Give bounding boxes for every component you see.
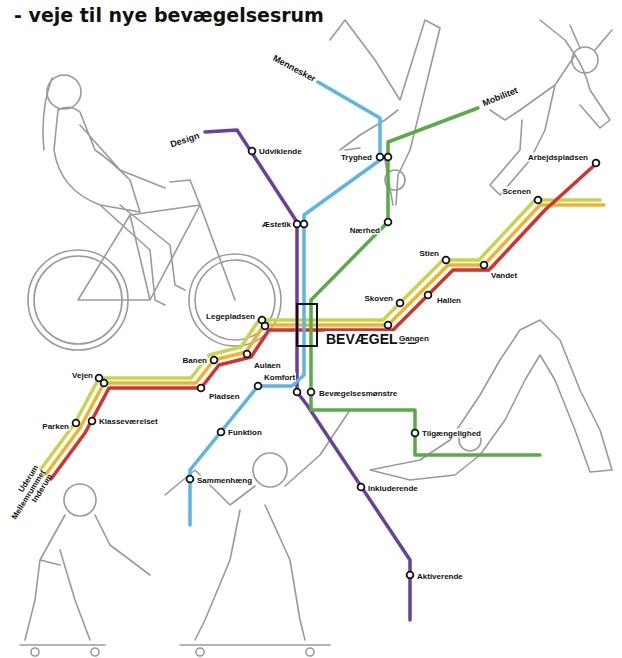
station-label: Banen <box>182 356 208 365</box>
station-label: Vandet <box>490 271 518 280</box>
station-dot <box>255 383 262 390</box>
station-dot <box>425 292 432 299</box>
station-dot <box>101 380 108 387</box>
station-dot <box>249 148 256 155</box>
station-dot <box>385 322 392 329</box>
station-label: Vejen <box>71 371 94 380</box>
station-dot <box>244 351 251 358</box>
station-dot <box>294 389 301 396</box>
line-name: Mennesker <box>270 53 318 85</box>
station-dot <box>187 476 194 483</box>
station-label: Æstetik <box>261 220 292 229</box>
station-dot <box>535 197 542 204</box>
station-label: Tryghed <box>340 153 373 162</box>
station-label: Aulaen <box>253 361 282 370</box>
station-label: Funktion <box>227 428 263 437</box>
line-name: Design <box>168 130 202 149</box>
station-dot <box>385 219 392 226</box>
station-dot <box>262 323 269 330</box>
station-dot <box>593 160 600 167</box>
station-label: Gangen <box>398 334 430 343</box>
station-label: Nærhed <box>349 226 381 235</box>
station-label: Bevægelsesmønstre <box>318 389 398 398</box>
metro-line <box>190 82 380 525</box>
title: - veje til nye bevægelsesrum <box>14 4 324 26</box>
station-label: Pladsen <box>208 392 241 401</box>
station-dot <box>407 572 414 579</box>
station-dot <box>211 357 218 364</box>
station-label: Tilgængelighed <box>421 429 482 438</box>
station-dot <box>301 221 308 228</box>
station-label: Klasseværelset <box>98 417 159 426</box>
station-label: Stien <box>418 249 440 258</box>
metro-line <box>311 108 540 455</box>
station-label: Skoven <box>364 294 394 303</box>
station-label: Scenen <box>502 187 532 196</box>
station-dot <box>73 420 80 427</box>
metro-line <box>205 130 410 620</box>
station-label: Legepladsen <box>205 312 256 321</box>
station-label: Parken <box>41 422 70 431</box>
station-dot <box>294 221 301 228</box>
station-dot <box>481 262 488 269</box>
station-dot <box>377 154 384 161</box>
station-label: Hallen <box>436 296 462 305</box>
station-label: Arbejdspladsen <box>527 153 589 162</box>
station-dot <box>218 429 225 436</box>
station-dot <box>308 389 315 396</box>
station-label: Komfort <box>263 373 296 382</box>
center-box: BEVÆGELSE <box>296 303 318 347</box>
station-label: Inkluderende <box>367 484 419 493</box>
station-dot <box>198 385 205 392</box>
station-dot <box>358 484 365 491</box>
line-name: Mobilitet <box>480 85 520 109</box>
station-dot <box>397 300 404 307</box>
station-dot <box>385 154 392 161</box>
station-label: Sammenhæng <box>196 476 253 485</box>
station-dot <box>443 257 450 264</box>
station-dot <box>412 430 419 437</box>
station-dot <box>89 418 96 425</box>
station-label: Udviklende <box>258 147 303 156</box>
station-label: Aktiverende <box>416 572 464 581</box>
silhouettes <box>20 20 612 656</box>
